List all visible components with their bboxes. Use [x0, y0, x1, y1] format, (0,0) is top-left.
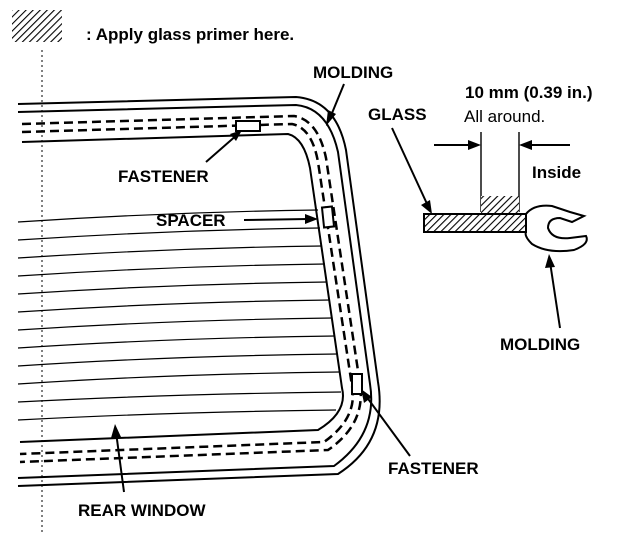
label-dimension: 10 mm (0.39 in.)	[465, 83, 593, 102]
arrow-fastener-bottom	[361, 389, 372, 403]
arrow-rear-window	[111, 424, 121, 438]
leader-glass	[391, 127, 429, 207]
dim-arrow-left	[468, 140, 481, 150]
label-all-around: All around.	[464, 107, 545, 126]
leader-molding-right	[549, 261, 561, 329]
label-fastener-top: FASTENER	[118, 167, 209, 186]
leader-fastener-top	[205, 133, 239, 163]
arrow-glass	[421, 200, 432, 214]
glass-pane-section	[424, 214, 526, 232]
primer-area-detail	[481, 196, 519, 214]
label-fastener-bottom: FASTENER	[388, 459, 479, 478]
dim-arrow-right	[519, 140, 532, 150]
legend-text: : Apply glass primer here.	[86, 25, 294, 44]
leader-spacer	[243, 218, 309, 221]
arrow-molding-right	[545, 254, 555, 268]
label-molding-right: MOLDING	[500, 335, 580, 354]
defroster-lines	[17, 209, 342, 421]
primer-band	[19, 114, 363, 464]
label-rear-window: REAR WINDOW	[78, 501, 206, 520]
leader-rear-window	[115, 431, 125, 493]
glass-inner-outline	[19, 132, 344, 443]
arrow-fastener-top	[230, 130, 242, 141]
leader-fastener-bottom	[365, 395, 411, 457]
window-outer-outline	[17, 95, 381, 487]
spacer-block	[320, 205, 336, 229]
glass-pane-outline	[423, 213, 527, 233]
label-molding-top: MOLDING	[313, 63, 393, 82]
primer-legend-swatch	[12, 10, 62, 42]
molding-profile	[524, 204, 588, 253]
label-spacer: SPACER	[156, 211, 226, 230]
arrow-molding-top	[326, 110, 336, 126]
label-inside: Inside	[532, 163, 581, 182]
primer-band-inner	[19, 122, 355, 456]
label-glass: GLASS	[368, 105, 427, 124]
window-molding-outline	[17, 103, 373, 479]
fastener-bottom-block	[351, 373, 363, 395]
arrow-spacer	[305, 214, 318, 224]
fastener-top-block	[235, 120, 261, 132]
